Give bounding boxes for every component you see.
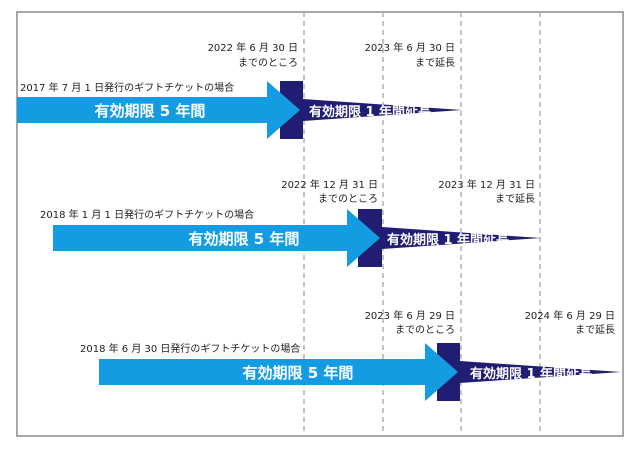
- issue-label: 2018 年 1 月 1 日発行のギフトチケットの場合: [40, 208, 254, 221]
- new-expiry-date: 2023 年 12 月 31 日: [438, 178, 535, 191]
- five-year-arrow: [17, 81, 300, 139]
- extension-arrow: [358, 209, 541, 267]
- extension-arrow: [280, 81, 462, 139]
- five-year-label: 有効期限 5 年間: [95, 102, 206, 120]
- extension-label: 有効期限 1 年間延長: [387, 232, 510, 248]
- row-2018-01: 2018 年 1 月 1 日発行のギフトチケットの場合 有効期限 5 年間 有効…: [40, 178, 541, 267]
- old-expiry-date: 2023 年 6 月 29 日: [365, 309, 455, 322]
- row-2018-06: 2018 年 6 月 30 日発行のギフトチケットの場合 有効期限 5 年間 有…: [80, 309, 621, 401]
- issue-label: 2018 年 6 月 30 日発行のギフトチケットの場合: [80, 342, 300, 355]
- row-2017-07: 2017 年 7 月 1 日発行のギフトチケットの場合 有効期限 5 年間 有効…: [17, 41, 462, 139]
- new-expiry-note: まで延長: [575, 324, 615, 336]
- five-year-label: 有効期限 5 年間: [189, 230, 300, 248]
- old-expiry-note: までのところ: [238, 57, 298, 69]
- five-year-arrow: [53, 209, 380, 267]
- five-year-label: 有効期限 5 年間: [243, 364, 354, 382]
- issue-label: 2017 年 7 月 1 日発行のギフトチケットの場合: [20, 81, 234, 94]
- diagram-frame: [16, 11, 624, 437]
- old-expiry-note: までのところ: [318, 193, 378, 205]
- extension-label: 有効期限 1 年間延長: [470, 366, 593, 382]
- new-expiry-date: 2023 年 6 月 30 日: [365, 41, 455, 54]
- new-expiry-note: まで延長: [415, 57, 455, 69]
- old-expiry-date: 2022 年 12 月 31 日: [281, 178, 378, 191]
- new-expiry-date: 2024 年 6 月 29 日: [525, 309, 615, 322]
- old-expiry-date: 2022 年 6 月 30 日: [208, 41, 298, 54]
- old-expiry-note: までのところ: [395, 324, 455, 336]
- extension-label: 有効期限 1 年間延長: [309, 104, 432, 120]
- extension-arrow: [437, 343, 621, 401]
- new-expiry-note: まで延長: [495, 193, 535, 205]
- five-year-arrow: [99, 343, 458, 401]
